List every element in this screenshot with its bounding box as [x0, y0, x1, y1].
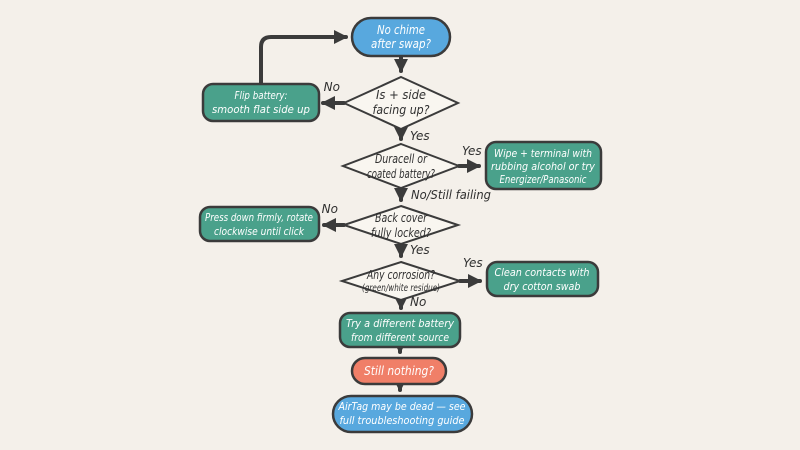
press-rotate-line1: Press down firmly, rotate	[205, 211, 313, 224]
decision-cover-shape	[340, 204, 462, 246]
start-text-line2: after swap?	[371, 37, 432, 51]
flip-battery-line1: Flip battery:	[235, 89, 288, 102]
clean-contacts-line2: dry cotton swab	[504, 280, 581, 293]
airtag-dead-line1: AirTag may be dead — see	[338, 400, 466, 413]
action-flip-battery: Flip battery: smooth flat side up	[201, 82, 321, 123]
action-try-different-battery: Try a different battery from different s…	[338, 311, 462, 349]
still-nothing-text: Still nothing?	[364, 364, 435, 378]
clean-contacts-line1: Clean contacts with	[495, 266, 590, 279]
edge-flip-loop-to-start	[259, 30, 348, 86]
edge-label-side-yes: Yes	[410, 129, 430, 143]
decision-plus-side-line2: facing up?	[373, 103, 431, 117]
wipe-terminal-shape	[484, 140, 603, 191]
decision-brand-shape	[340, 142, 462, 190]
start-text-line1: No chime	[377, 23, 425, 37]
wipe-terminal-line2: rubbing alcohol or try	[491, 160, 595, 173]
action-clean-contacts: Clean contacts with dry cotton swab	[485, 260, 600, 298]
edge-label-corr-yes: Yes	[463, 256, 483, 270]
decision-battery-brand: Duracell or coated battery?	[340, 142, 462, 190]
decision-brand-line1: Duracell or	[375, 152, 428, 166]
press-rotate-shape	[198, 205, 321, 243]
decision-plus-side-shape	[341, 75, 461, 131]
decision-corrosion-shape	[338, 260, 464, 302]
decision-cover-line1: Back cover	[375, 211, 428, 225]
wipe-terminal-line1: Wipe + terminal with	[494, 147, 592, 160]
decision-plus-side-up: Is + side facing up?	[341, 75, 461, 131]
edge-label-cover-no: No	[322, 202, 338, 216]
action-press-rotate: Press down firmly, rotate clockwise unti…	[198, 205, 321, 243]
decision-plus-side-line1: Is + side	[376, 88, 426, 102]
decision-brand-line2: coated battery?	[367, 167, 435, 181]
airtag-dead-shape	[331, 394, 474, 434]
edge-label-cover-yes: Yes	[410, 243, 430, 257]
press-rotate-line2: clockwise until click	[214, 225, 305, 238]
try-battery-line2: from different source	[351, 331, 449, 344]
try-battery-line1: Try a different battery	[346, 317, 454, 330]
action-wipe-terminal: Wipe + terminal with rubbing alcohol or …	[484, 140, 603, 191]
edge-label-corr-no: No	[410, 295, 426, 309]
clean-contacts-shape	[485, 260, 600, 298]
decision-cover-line2: fully locked?	[371, 226, 431, 240]
flip-battery-shape	[201, 82, 321, 123]
flip-battery-line2: smooth flat side up	[212, 103, 310, 116]
wipe-terminal-line3: Energizer/Panasonic	[500, 173, 587, 186]
node-start: No chime after swap?	[350, 16, 452, 58]
decision-corrosion-line1: Any corrosion?	[366, 268, 435, 282]
decision-back-cover: Back cover fully locked?	[340, 204, 462, 246]
start-shape	[350, 16, 452, 58]
edge-label-brand-no: No/Still failing	[411, 188, 491, 202]
try-battery-shape	[338, 311, 462, 349]
still-nothing-shape	[350, 356, 448, 386]
decision-corrosion-line2: (green/white residue)	[362, 283, 440, 294]
node-still-nothing: Still nothing?	[350, 356, 448, 386]
airtag-dead-line2: full troubleshooting guide	[340, 414, 465, 427]
edge-label-brand-yes: Yes	[462, 144, 482, 158]
edge-label-side-no: No	[324, 80, 340, 94]
decision-corrosion: Any corrosion? (green/white residue)	[338, 260, 464, 302]
edge-labels: No Yes Yes No/Still failing No Yes Yes N…	[322, 80, 492, 309]
node-airtag-dead: AirTag may be dead — see full troublesho…	[331, 394, 474, 434]
